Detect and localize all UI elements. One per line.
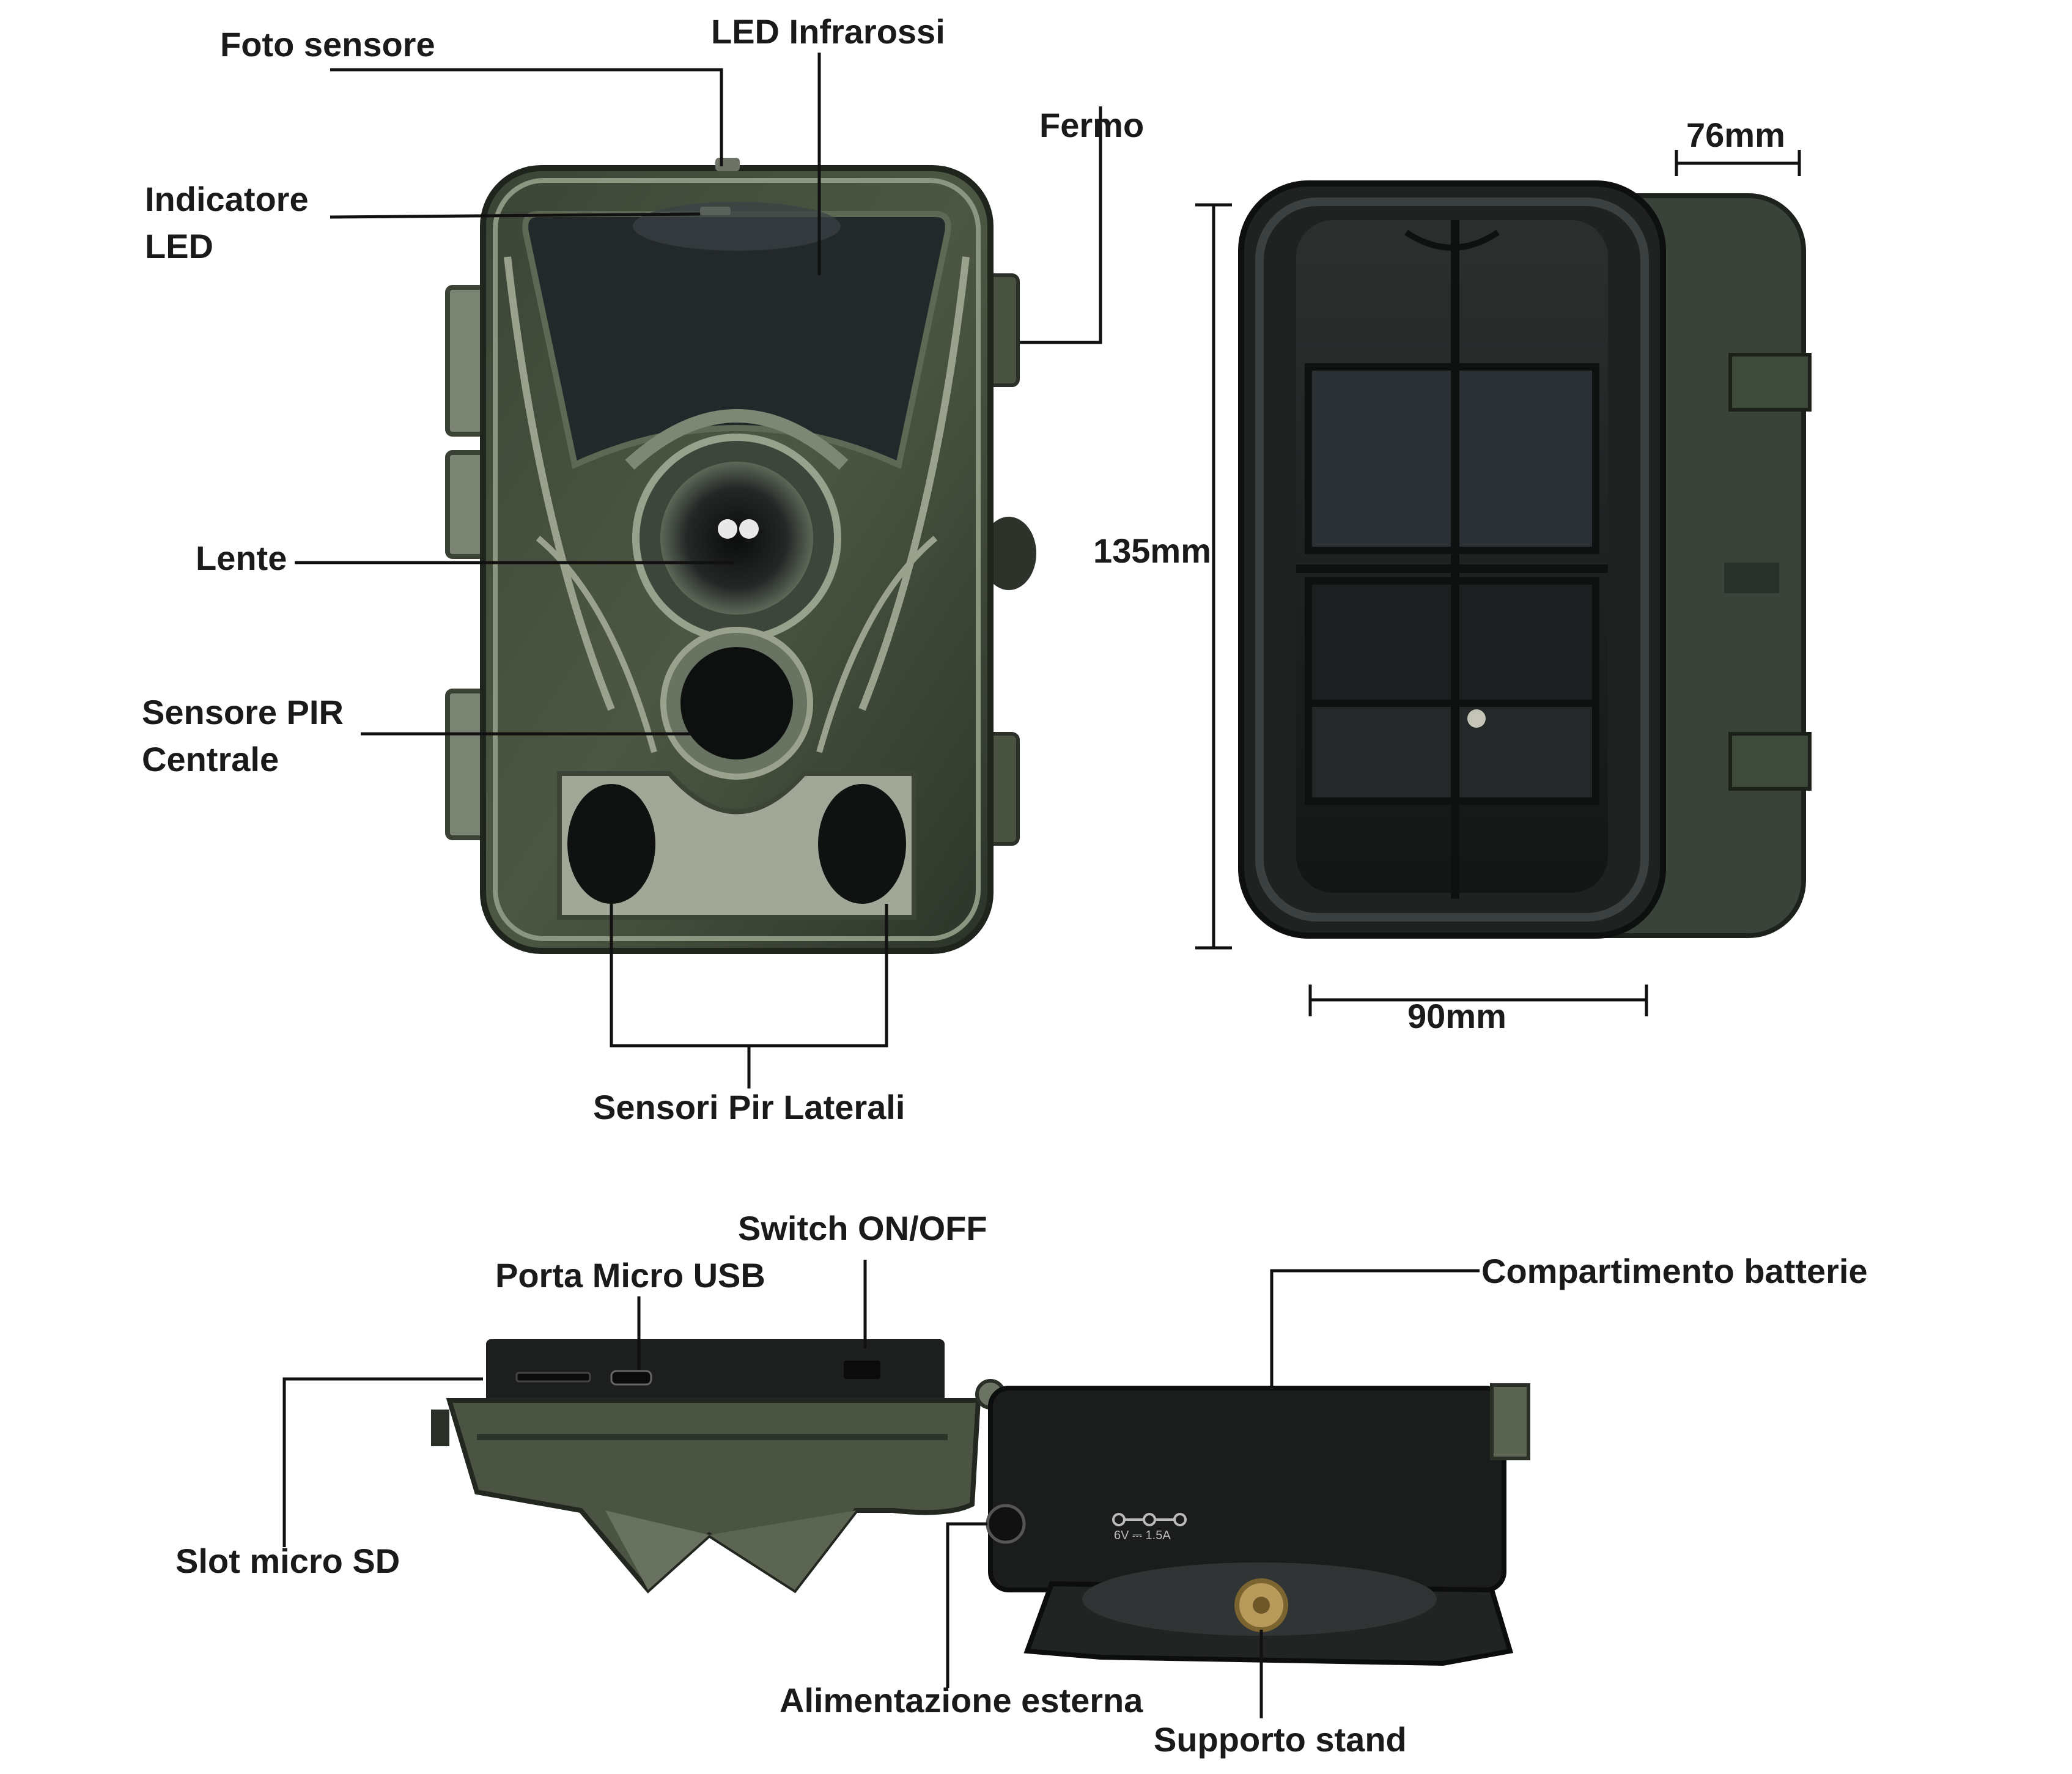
label-sensori-pir-laterali: Sensori Pir Laterali xyxy=(593,1088,905,1126)
label-foto-sensore: Foto sensore xyxy=(220,25,435,64)
label-slot-micro-sd: Slot micro SD xyxy=(175,1542,400,1580)
dimension-height-label: 135mm xyxy=(1093,531,1212,570)
label-sensore-pir-line1: Sensore PIR xyxy=(142,693,344,731)
label-led-infrarossi: LED Infrarossi xyxy=(711,12,945,51)
label-switch-on-off: Switch ON/OFF xyxy=(738,1209,987,1247)
label-lente: Lente xyxy=(196,539,287,577)
camera-back-view xyxy=(1238,180,1812,939)
label-fermo: Fermo xyxy=(1039,106,1145,144)
camera-bottom-view xyxy=(431,1339,1530,1666)
label-indicatore-led-line2: LED xyxy=(145,227,213,265)
camera-front-view xyxy=(445,158,1036,954)
dimension-depth-label: 76mm xyxy=(1686,116,1785,154)
dimension-width-label: 90mm xyxy=(1407,997,1506,1035)
label-indicatore-led-line1: Indicatore xyxy=(145,180,309,218)
leader-lines xyxy=(282,53,1480,1718)
label-alimentazione-esterna: Alimentazione esterna xyxy=(780,1681,1143,1720)
label-supporto-stand: Supporto stand xyxy=(1154,1720,1407,1759)
label-porta-micro-usb: Porta Micro USB xyxy=(495,1256,765,1295)
label-compartimento-batterie: Compartimento batterie xyxy=(1481,1252,1868,1290)
dc-port-marking: 6V ⎓ 1.5A xyxy=(1114,1529,1171,1542)
label-sensore-pir-line2: Centrale xyxy=(142,740,279,778)
dimension-lines xyxy=(1195,150,1801,1016)
